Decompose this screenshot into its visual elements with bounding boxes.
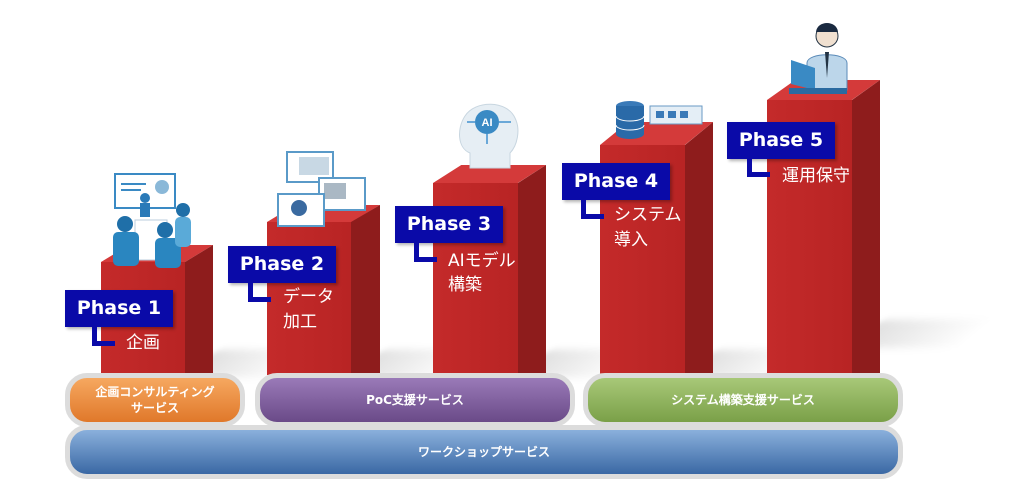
phase-2-badge: Phase 2 [228, 246, 336, 283]
bracket-connector [248, 283, 271, 302]
ai-label: AI [482, 117, 493, 129]
ai-head-icon: AI [459, 103, 519, 169]
bracket-connector [414, 243, 437, 262]
phase-5-badge: Phase 5 [727, 122, 835, 159]
bracket-connector [581, 200, 604, 219]
server-database-icon [615, 101, 703, 139]
phase-4-badge: Phase 4 [562, 163, 670, 200]
planning-consulting-service: 企画コンサルティング サービス [65, 373, 245, 427]
phase-3-description-line-2: 構築 [448, 275, 482, 295]
poc-support-service: PoC支援サービス [255, 373, 575, 427]
phase-5-description: 運用保守 [782, 166, 850, 186]
phase-4-description-line-1: システム [614, 205, 682, 225]
phase-4-description-line-2: 導入 [614, 230, 648, 250]
phase-3-description-line-1: AIモデル [448, 251, 516, 271]
phase-1-description: 企画 [126, 333, 160, 353]
workshop-service: ワークショップサービス [65, 425, 903, 479]
data-screens-icon [277, 151, 366, 227]
phase-2-description-line-2: 加工 [283, 312, 317, 332]
phase-3-badge: Phase 3 [395, 206, 503, 243]
meeting-icon [113, 173, 191, 268]
bracket-connector [92, 327, 115, 346]
operator-laptop-icon [789, 23, 848, 94]
phase-2-description-line-1: データ [283, 287, 334, 307]
bracket-connector [747, 158, 770, 177]
system-build-support-service: システム構築支援サービス [583, 373, 903, 427]
phase-1-badge: Phase 1 [65, 290, 173, 327]
